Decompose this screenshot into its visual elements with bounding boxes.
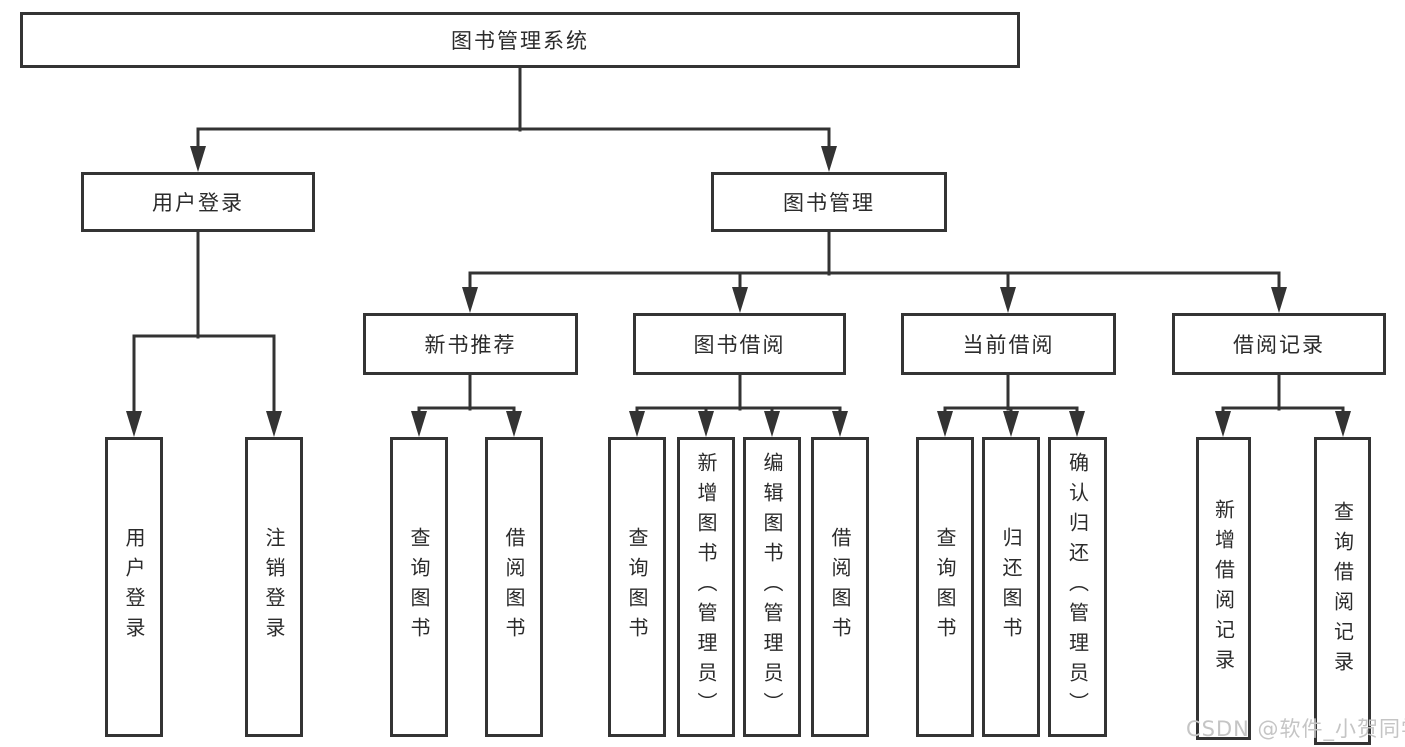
arrowhead <box>732 287 748 313</box>
connector-bookmgmt-to-level3 <box>462 228 1287 313</box>
node-library-system: 图书管理系统 <box>20 12 1020 68</box>
node-current-borrow: 当前借阅 <box>901 313 1116 375</box>
leaf-add-borrow-record: 新增借阅记录 <box>1196 437 1251 740</box>
leaf-return-books: 归还图书 <box>982 437 1040 737</box>
arrowhead <box>764 411 780 437</box>
arrowhead <box>266 411 282 437</box>
leaf-logout-login: 注销登录 <box>245 437 303 737</box>
node-new-book-recommend: 新书推荐 <box>363 313 578 375</box>
arrowhead <box>832 411 848 437</box>
arrowhead <box>1215 411 1231 437</box>
arrowhead <box>1335 411 1351 437</box>
arrowhead <box>1000 287 1016 313</box>
arrowhead <box>629 411 645 437</box>
node-user-login: 用户登录 <box>81 172 315 232</box>
node-borrow-records: 借阅记录 <box>1172 313 1386 375</box>
arrowhead <box>506 411 522 437</box>
node-book-borrow: 图书借阅 <box>633 313 846 375</box>
records-header-line <box>1221 406 1345 418</box>
leaf-add-books-admin: 新增图书（管理员） <box>677 437 735 737</box>
arrowhead <box>126 411 142 437</box>
connector-records-children <box>1215 371 1351 437</box>
leaf-query-borrow-record: 查询借阅记录 <box>1314 437 1371 745</box>
arrowhead <box>937 411 953 437</box>
connector-recommend-children <box>411 371 522 437</box>
leaf-query-books-current: 查询图书 <box>916 437 974 737</box>
arrowhead <box>1069 411 1085 437</box>
leaf-user-login: 用户登录 <box>105 437 163 737</box>
level3-header-line <box>468 271 1281 294</box>
leaf-borrow-books-recommend: 借阅图书 <box>485 437 543 737</box>
connector-bookborrow-children <box>629 371 848 437</box>
userlogin-header-line <box>132 334 276 418</box>
level2-header-line <box>196 127 831 152</box>
connector-currentborrow-children <box>937 371 1085 437</box>
currentborrow-header-line <box>943 406 1079 418</box>
leaf-confirm-return-admin: 确认归还（管理员） <box>1048 437 1107 737</box>
arrowhead <box>190 146 206 172</box>
arrowhead <box>1003 411 1019 437</box>
arrowhead <box>462 287 478 313</box>
leaf-query-books-borrow: 查询图书 <box>608 437 666 737</box>
bookborrow-header-line <box>635 406 842 418</box>
connector-userlogin-children <box>126 228 282 437</box>
arrowhead <box>698 411 714 437</box>
arrowhead <box>821 146 837 172</box>
recommend-header-line <box>417 406 516 418</box>
leaf-query-books-recommend: 查询图书 <box>390 437 448 737</box>
arrowhead <box>1271 287 1287 313</box>
csdn-watermark: CSDN @软件_小贺同学 <box>1186 717 1405 741</box>
node-book-management: 图书管理 <box>711 172 947 232</box>
leaf-borrow-books: 借阅图书 <box>811 437 869 737</box>
leaf-edit-books-admin: 编辑图书（管理员） <box>743 437 801 737</box>
arrowhead <box>411 411 427 437</box>
connector-root-to-level2 <box>190 65 837 172</box>
